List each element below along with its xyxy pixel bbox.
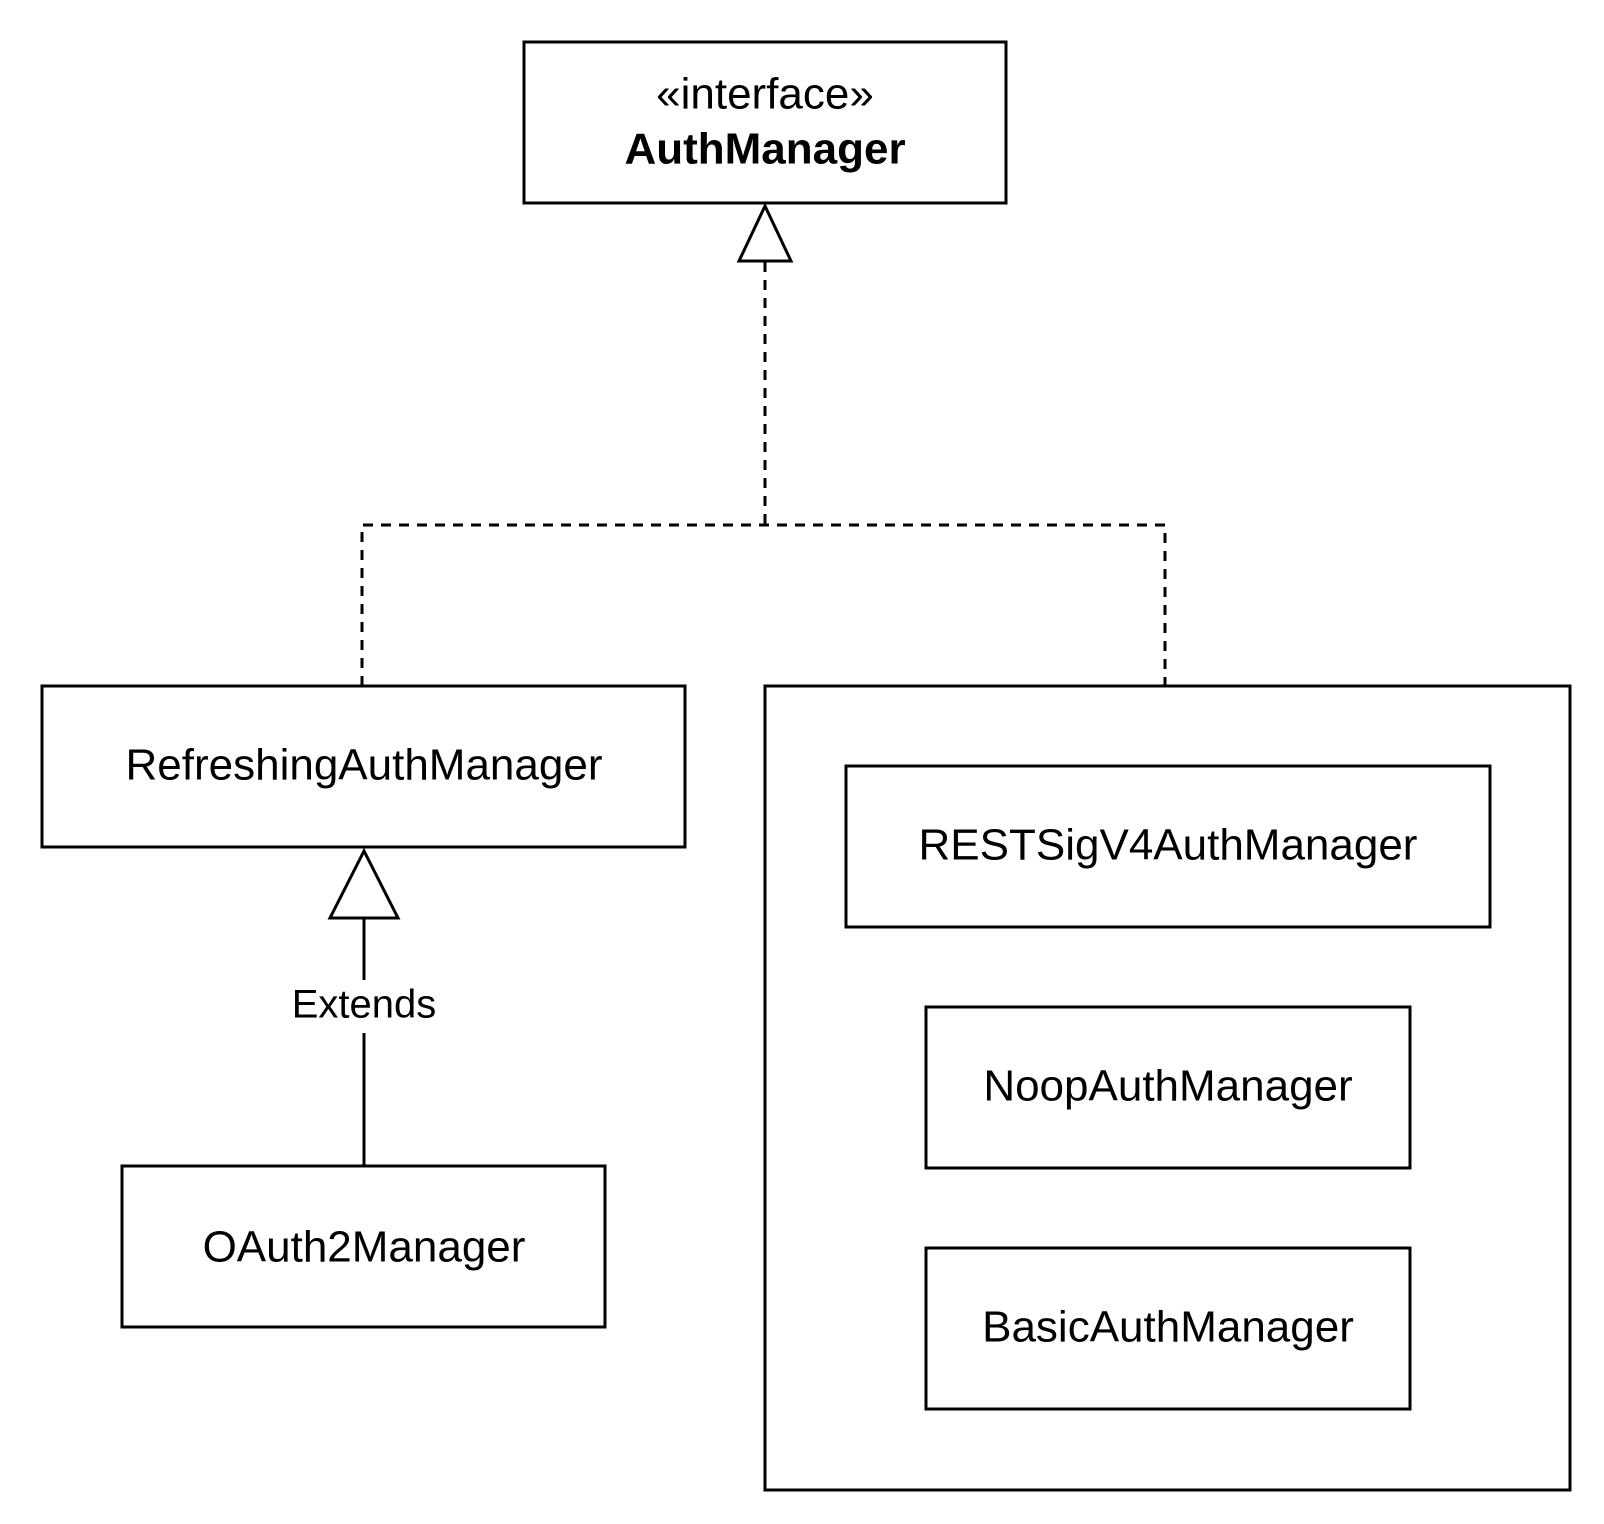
implementations-group: RESTSigV4AuthManager NoopAuthManager Bas… <box>763 684 1572 1492</box>
realization-arrowhead <box>736 202 794 263</box>
class-noopauthmanager-label: NoopAuthManager <box>983 1062 1352 1111</box>
class-basicauthmanager-box <box>924 1246 1412 1411</box>
interface-authmanager-box <box>522 40 1008 205</box>
class-restsigv4authmanager-label: RESTSigV4AuthManager <box>919 821 1418 870</box>
class-restsigv4authmanager-box <box>844 764 1492 929</box>
class-oauth2manager: OAuth2Manager <box>120 1164 607 1329</box>
class-refreshingauthmanager-box <box>40 684 687 849</box>
interface-authmanager: «interface» AuthManager <box>522 40 1008 205</box>
extends-connector: Extends <box>292 847 437 1166</box>
realization-connector <box>360 202 1167 686</box>
generalization-arrowhead <box>327 847 401 920</box>
interface-stereotype: «interface» <box>656 70 874 119</box>
class-oauth2manager-box <box>120 1164 607 1329</box>
realization-line-branch <box>360 523 1167 686</box>
interface-name: AuthManager <box>624 125 905 174</box>
class-noopauthmanager-box <box>924 1005 1412 1170</box>
class-refreshingauthmanager-label: RefreshingAuthManager <box>126 741 603 790</box>
class-basicauthmanager-label: BasicAuthManager <box>982 1303 1354 1352</box>
extends-label: Extends <box>292 983 437 1027</box>
class-oauth2manager-label: OAuth2Manager <box>203 1223 526 1272</box>
class-refreshingauthmanager: RefreshingAuthManager <box>40 684 687 849</box>
